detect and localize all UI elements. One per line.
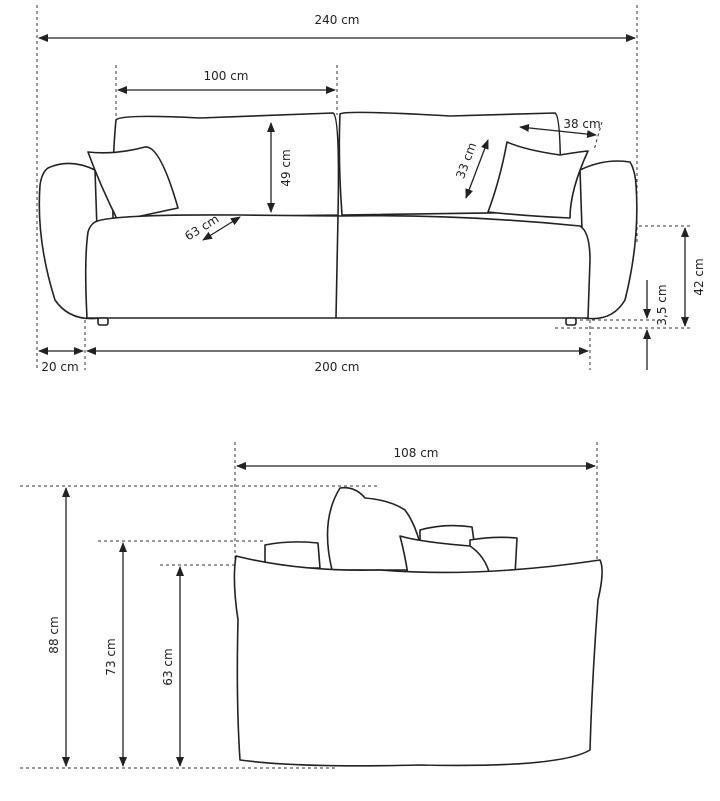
side-view: 108 cm 88 cm 73 cm 63 cm bbox=[20, 442, 603, 769]
dimension-lines bbox=[38, 34, 689, 370]
label-total-width: 240 cm bbox=[314, 13, 359, 27]
label-seat-height: 42 cm bbox=[692, 258, 706, 295]
label-arm-height: 63 cm bbox=[161, 648, 175, 685]
sofa-side bbox=[233, 486, 603, 767]
front-view: 240 cm 100 cm 49 cm 63 cm 38 cm 33 cm 42… bbox=[36, 5, 706, 374]
label-back-cushion-width: 100 cm bbox=[203, 69, 248, 83]
side-dimension-lines bbox=[62, 462, 596, 767]
label-seat-width: 200 cm bbox=[314, 360, 359, 374]
label-total-height: 88 cm bbox=[47, 616, 61, 653]
label-arm-width: 20 cm bbox=[41, 360, 78, 374]
label-depth: 108 cm bbox=[393, 446, 438, 460]
label-backrest-height: 73 cm bbox=[104, 638, 118, 675]
side-guide-lines bbox=[20, 442, 598, 769]
sofa-front bbox=[38, 111, 638, 326]
label-pillow-width: 38 cm bbox=[563, 117, 600, 131]
label-leg-height: 3,5 cm bbox=[655, 284, 669, 325]
label-back-cushion-height: 49 cm bbox=[279, 149, 293, 186]
